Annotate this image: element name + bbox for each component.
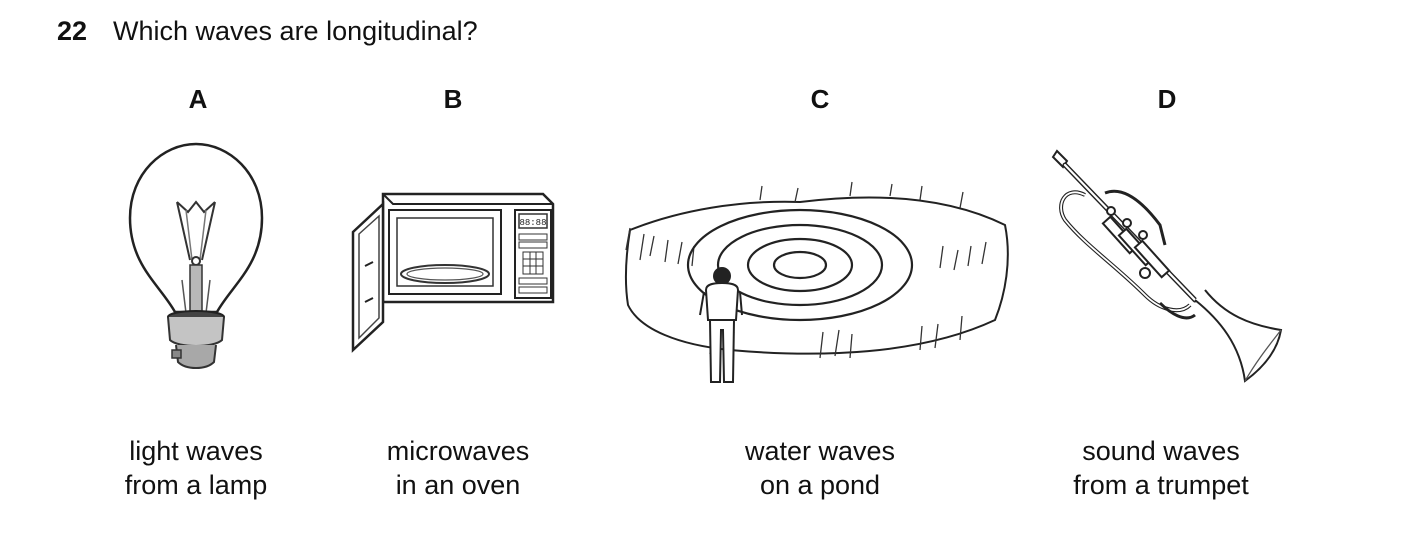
microwave-display-text: 88:88 xyxy=(519,218,546,228)
option-d-caption-line2: from a trumpet xyxy=(1073,470,1249,500)
option-d-letter: D xyxy=(1157,84,1177,114)
option-b-caption: microwaves in an oven xyxy=(328,434,588,502)
option-c-letter: C xyxy=(810,84,830,114)
question-number: 22 xyxy=(57,16,88,46)
option-a-caption-line1: light waves xyxy=(129,436,263,466)
option-b-letter: B xyxy=(443,84,463,114)
option-a-letter: A xyxy=(188,84,208,114)
light-bulb-icon xyxy=(128,142,264,369)
option-a-caption-line2: from a lamp xyxy=(124,470,268,500)
trumpet-icon xyxy=(1051,149,1283,383)
option-a-caption: light waves from a lamp xyxy=(66,434,326,502)
microwave-oven-icon: 88:88 xyxy=(351,192,555,353)
option-c-caption: water waves on a pond xyxy=(690,434,950,502)
option-b-caption-line2: in an oven xyxy=(395,470,521,500)
question-text: Which waves are longitudinal? xyxy=(113,16,478,46)
option-c-caption-line2: on a pond xyxy=(759,470,881,500)
pond-ripples-icon xyxy=(624,181,1009,383)
person-figure xyxy=(699,267,743,383)
option-d-caption-line1: sound waves xyxy=(1082,436,1240,466)
option-c-caption-line1: water waves xyxy=(744,436,896,466)
option-d-caption: sound waves from a trumpet xyxy=(1031,434,1291,502)
option-b-caption-line1: microwaves xyxy=(386,436,530,466)
